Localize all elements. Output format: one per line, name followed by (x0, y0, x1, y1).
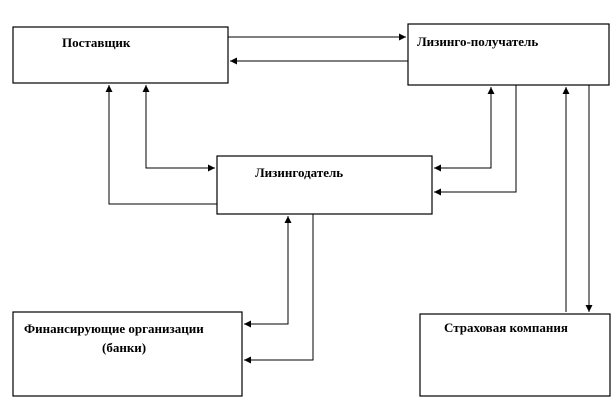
lessee-label: Лизинго-получатель (417, 34, 538, 49)
supplier-box (12, 26, 229, 84)
supplier-node: Поставщик (12, 26, 229, 84)
arrow-lessor-to-supplier (105, 85, 217, 205)
finance-label-line2: (банки) (102, 340, 146, 355)
insurance-box (419, 313, 611, 397)
arrow-lessor-to-finance (244, 214, 314, 364)
arrow-lessor-finance-bidirectional (244, 216, 292, 328)
finance-box (12, 311, 243, 397)
insurance-node: Страховая компания (419, 313, 611, 397)
arrow-lessee-to-lessor (434, 85, 517, 196)
lessor-node: Лизингодатель (216, 155, 433, 215)
finance-node: Финансирующие организации (банки) (12, 311, 243, 397)
finance-label-line1: Финансирующие организации (24, 321, 204, 336)
lessee-node: Лизинго-получатель (407, 23, 610, 86)
lessee-box (407, 23, 610, 86)
arrow-supplier-lessor-bidirectional (142, 85, 215, 172)
supplier-label: Поставщик (62, 35, 131, 50)
insurance-label: Страховая компания (444, 320, 568, 335)
arrow-lessee-lessor-bidirectional (434, 87, 495, 172)
lessor-box (216, 155, 433, 215)
lessor-label: Лизингодатель (255, 165, 343, 180)
